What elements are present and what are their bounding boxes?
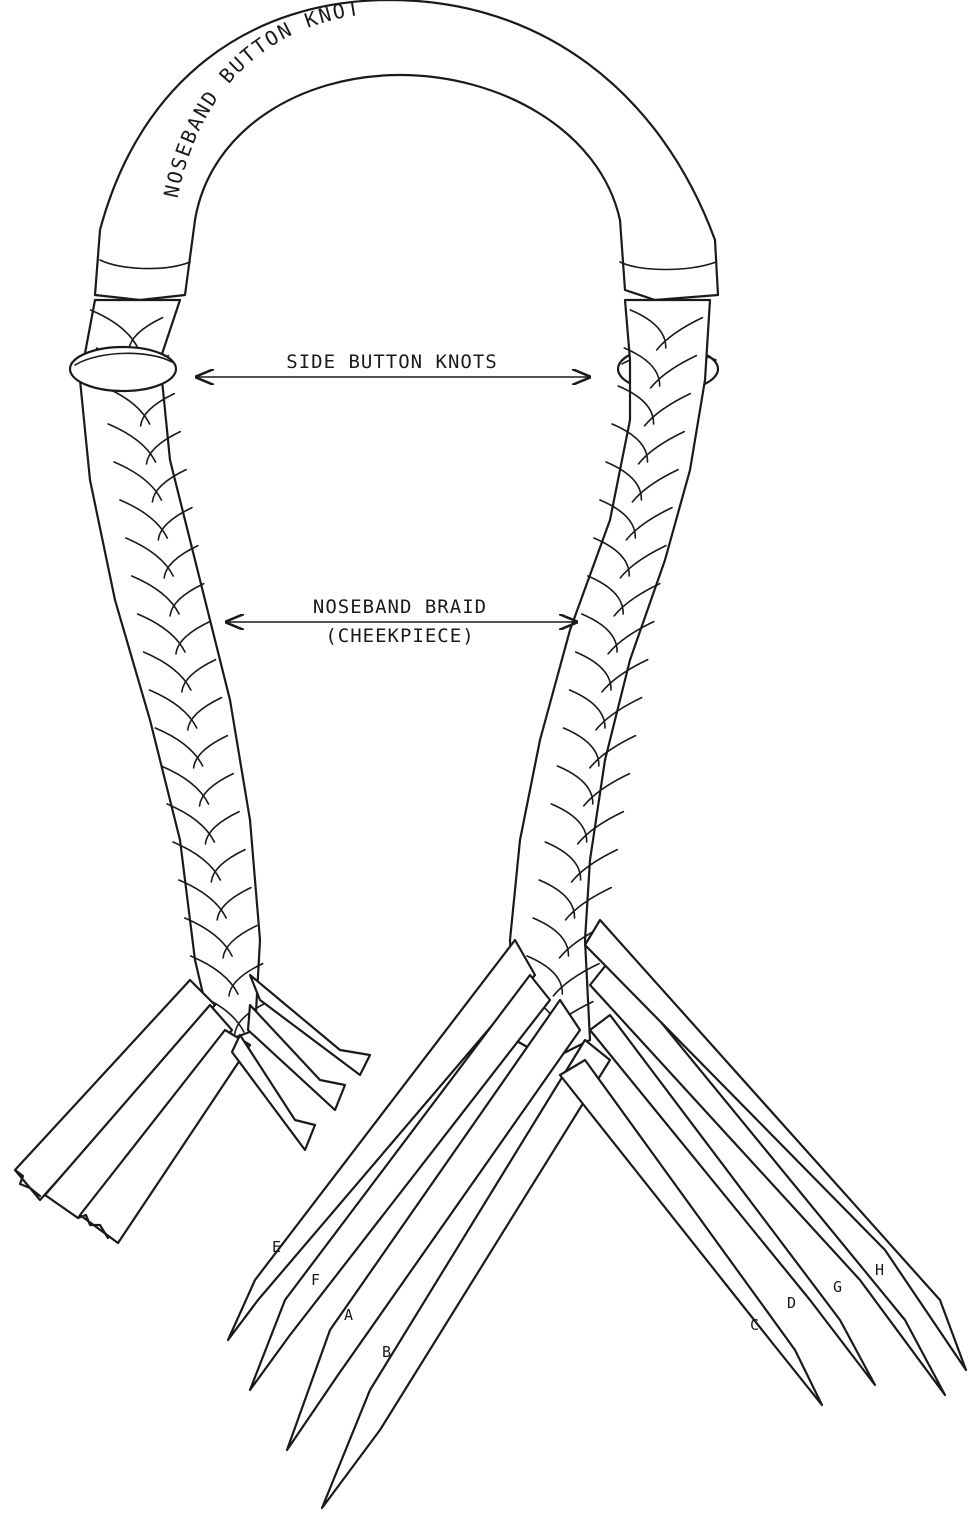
strand-label-a: A (344, 1306, 353, 1324)
strand-label-b: B (382, 1343, 391, 1361)
cheekpiece-label: (CHEEKPIECE) (325, 625, 474, 647)
left-cheekpiece-braid (80, 300, 269, 1045)
strand-label-f: F (311, 1271, 320, 1289)
strand-label-d: D (787, 1294, 796, 1312)
strand-label-g: G (833, 1278, 842, 1296)
strand-label-c: C (750, 1316, 759, 1334)
side-button-knots-label: SIDE BUTTON KNOTS (286, 351, 497, 373)
strand-label-e: E (272, 1238, 281, 1256)
strand-b (322, 1040, 610, 1508)
noseband-braid-label: NOSEBAND BRAID (313, 596, 487, 618)
strand-c (560, 1060, 822, 1405)
right-fanned-strands (228, 920, 966, 1508)
strand-label-h: H (875, 1261, 884, 1279)
